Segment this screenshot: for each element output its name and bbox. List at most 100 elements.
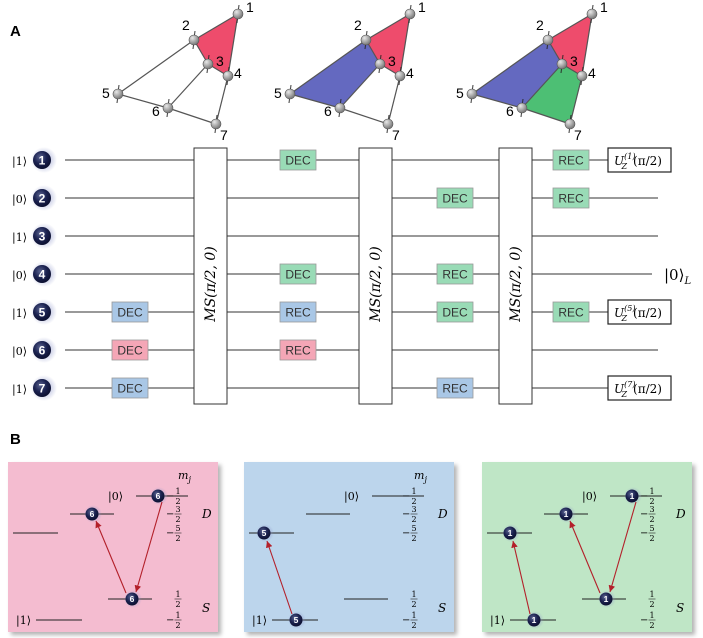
fraction-sign: − xyxy=(640,528,648,539)
ion-number: 6 xyxy=(156,491,161,501)
vertex-label: 4 xyxy=(588,65,596,81)
gate-label: REC xyxy=(285,344,311,358)
fraction-denominator: 2 xyxy=(411,600,416,609)
lattice-edge xyxy=(193,13,239,41)
fraction-numerator: 3 xyxy=(649,505,654,514)
lattice-edge xyxy=(167,63,209,109)
lattice-vertex xyxy=(394,70,406,82)
plaquette-blue xyxy=(472,40,562,108)
fraction-denominator: 2 xyxy=(411,515,416,524)
lattice-edge xyxy=(399,13,411,77)
d-sublevel-label: −12 xyxy=(640,487,656,506)
ion-number: 5 xyxy=(39,306,46,320)
ion-icon xyxy=(125,592,139,606)
gate-dec xyxy=(279,149,317,171)
lattice-edge xyxy=(289,93,341,109)
lattice-edge xyxy=(471,39,549,95)
vertex-label: 3 xyxy=(570,53,578,69)
gate-dec xyxy=(111,339,149,361)
ion-icon xyxy=(151,489,165,503)
S-sublevel-label: 12 xyxy=(410,590,418,609)
lattice-vertex xyxy=(162,102,174,114)
qubit-initial-state: |0⟩ xyxy=(12,345,27,359)
fraction-denominator: 2 xyxy=(649,497,654,506)
vertex-label: 6 xyxy=(324,103,332,119)
lattice-edge xyxy=(339,107,389,125)
fraction-numerator: 1 xyxy=(649,590,654,599)
fraction-numerator: 3 xyxy=(411,505,416,514)
transition-arrow xyxy=(608,501,637,593)
gate-dec xyxy=(436,187,474,209)
S-sublevel-label: 12 xyxy=(174,590,182,609)
qubit-initial-state: |1⟩ xyxy=(12,231,27,245)
fraction-denominator: 2 xyxy=(411,534,416,543)
fraction-numerator: 1 xyxy=(175,487,180,496)
ket-0-label: |0⟩ xyxy=(582,490,597,504)
fraction-denominator: 2 xyxy=(175,515,180,524)
ion-icon xyxy=(33,227,51,245)
lattice-vertex xyxy=(210,118,222,130)
qubit-initial-state: |1⟩ xyxy=(12,383,27,397)
ion-number: 1 xyxy=(508,528,513,538)
gate-rec xyxy=(279,339,317,361)
ket-0-label: |0⟩ xyxy=(344,490,359,504)
output-operator-label: U(7)Z(π/2) xyxy=(614,380,662,399)
gate-label: DEC xyxy=(117,344,143,358)
ion-icon xyxy=(599,592,613,606)
fraction-sign: − xyxy=(402,491,410,502)
fraction-numerator: 1 xyxy=(175,611,180,620)
plaquette-blue xyxy=(290,40,380,108)
gate-label: REC xyxy=(558,306,584,320)
fraction-sign: − xyxy=(166,491,174,502)
lattice-vertex xyxy=(188,34,200,46)
lattice-edge xyxy=(339,63,381,109)
lattice-vertex xyxy=(404,8,416,20)
fraction-numerator: 5 xyxy=(411,524,416,533)
fraction-numerator: 1 xyxy=(649,611,654,620)
ion-number: 6 xyxy=(39,344,46,358)
output-operator xyxy=(607,375,672,401)
d-sublevel-label: −52 xyxy=(402,524,418,543)
s-manifold-label: S xyxy=(676,601,684,615)
ion-icon xyxy=(33,151,51,169)
ket-1-label: |1⟩ xyxy=(252,614,267,628)
lattice-edge xyxy=(581,13,593,77)
plaquette-red xyxy=(548,14,592,76)
vertex-label: 5 xyxy=(456,85,464,101)
d-sublevel-label: −12 xyxy=(166,487,182,506)
transition-arrow xyxy=(266,540,293,615)
gate-rec xyxy=(279,301,317,323)
lattice-vertex xyxy=(232,8,244,20)
gate-dec xyxy=(111,377,149,399)
gate-label: REC xyxy=(442,268,468,282)
gate-rec xyxy=(552,149,590,171)
level-box-background xyxy=(8,462,218,632)
ion-icon xyxy=(625,489,639,503)
ion-number: 7 xyxy=(39,382,46,396)
output-operator xyxy=(607,147,672,173)
fraction-numerator: 5 xyxy=(649,524,654,533)
ion-icon xyxy=(33,265,51,283)
transition-arrow xyxy=(134,501,163,593)
S-sublevel-label: 12 xyxy=(648,590,656,609)
ion-number: 5 xyxy=(294,615,299,625)
gate-label: DEC xyxy=(117,306,143,320)
gate-rec xyxy=(436,377,474,399)
lattice-vertex xyxy=(576,70,588,82)
ion-icon xyxy=(33,341,51,359)
logical-state-label: |0⟩L xyxy=(664,266,691,287)
lattice-vertex xyxy=(334,102,346,114)
fraction-denominator: 2 xyxy=(649,515,654,524)
plaquette-green xyxy=(522,64,582,124)
fraction-denominator: 2 xyxy=(649,534,654,543)
lattice-edge xyxy=(365,13,411,41)
fraction-numerator: 1 xyxy=(649,487,654,496)
fraction-sign: − xyxy=(402,615,410,626)
lattice-edge xyxy=(387,75,401,125)
fraction-sign: − xyxy=(166,615,174,626)
lattice-vertex xyxy=(202,58,214,70)
fraction-denominator: 2 xyxy=(411,621,416,630)
